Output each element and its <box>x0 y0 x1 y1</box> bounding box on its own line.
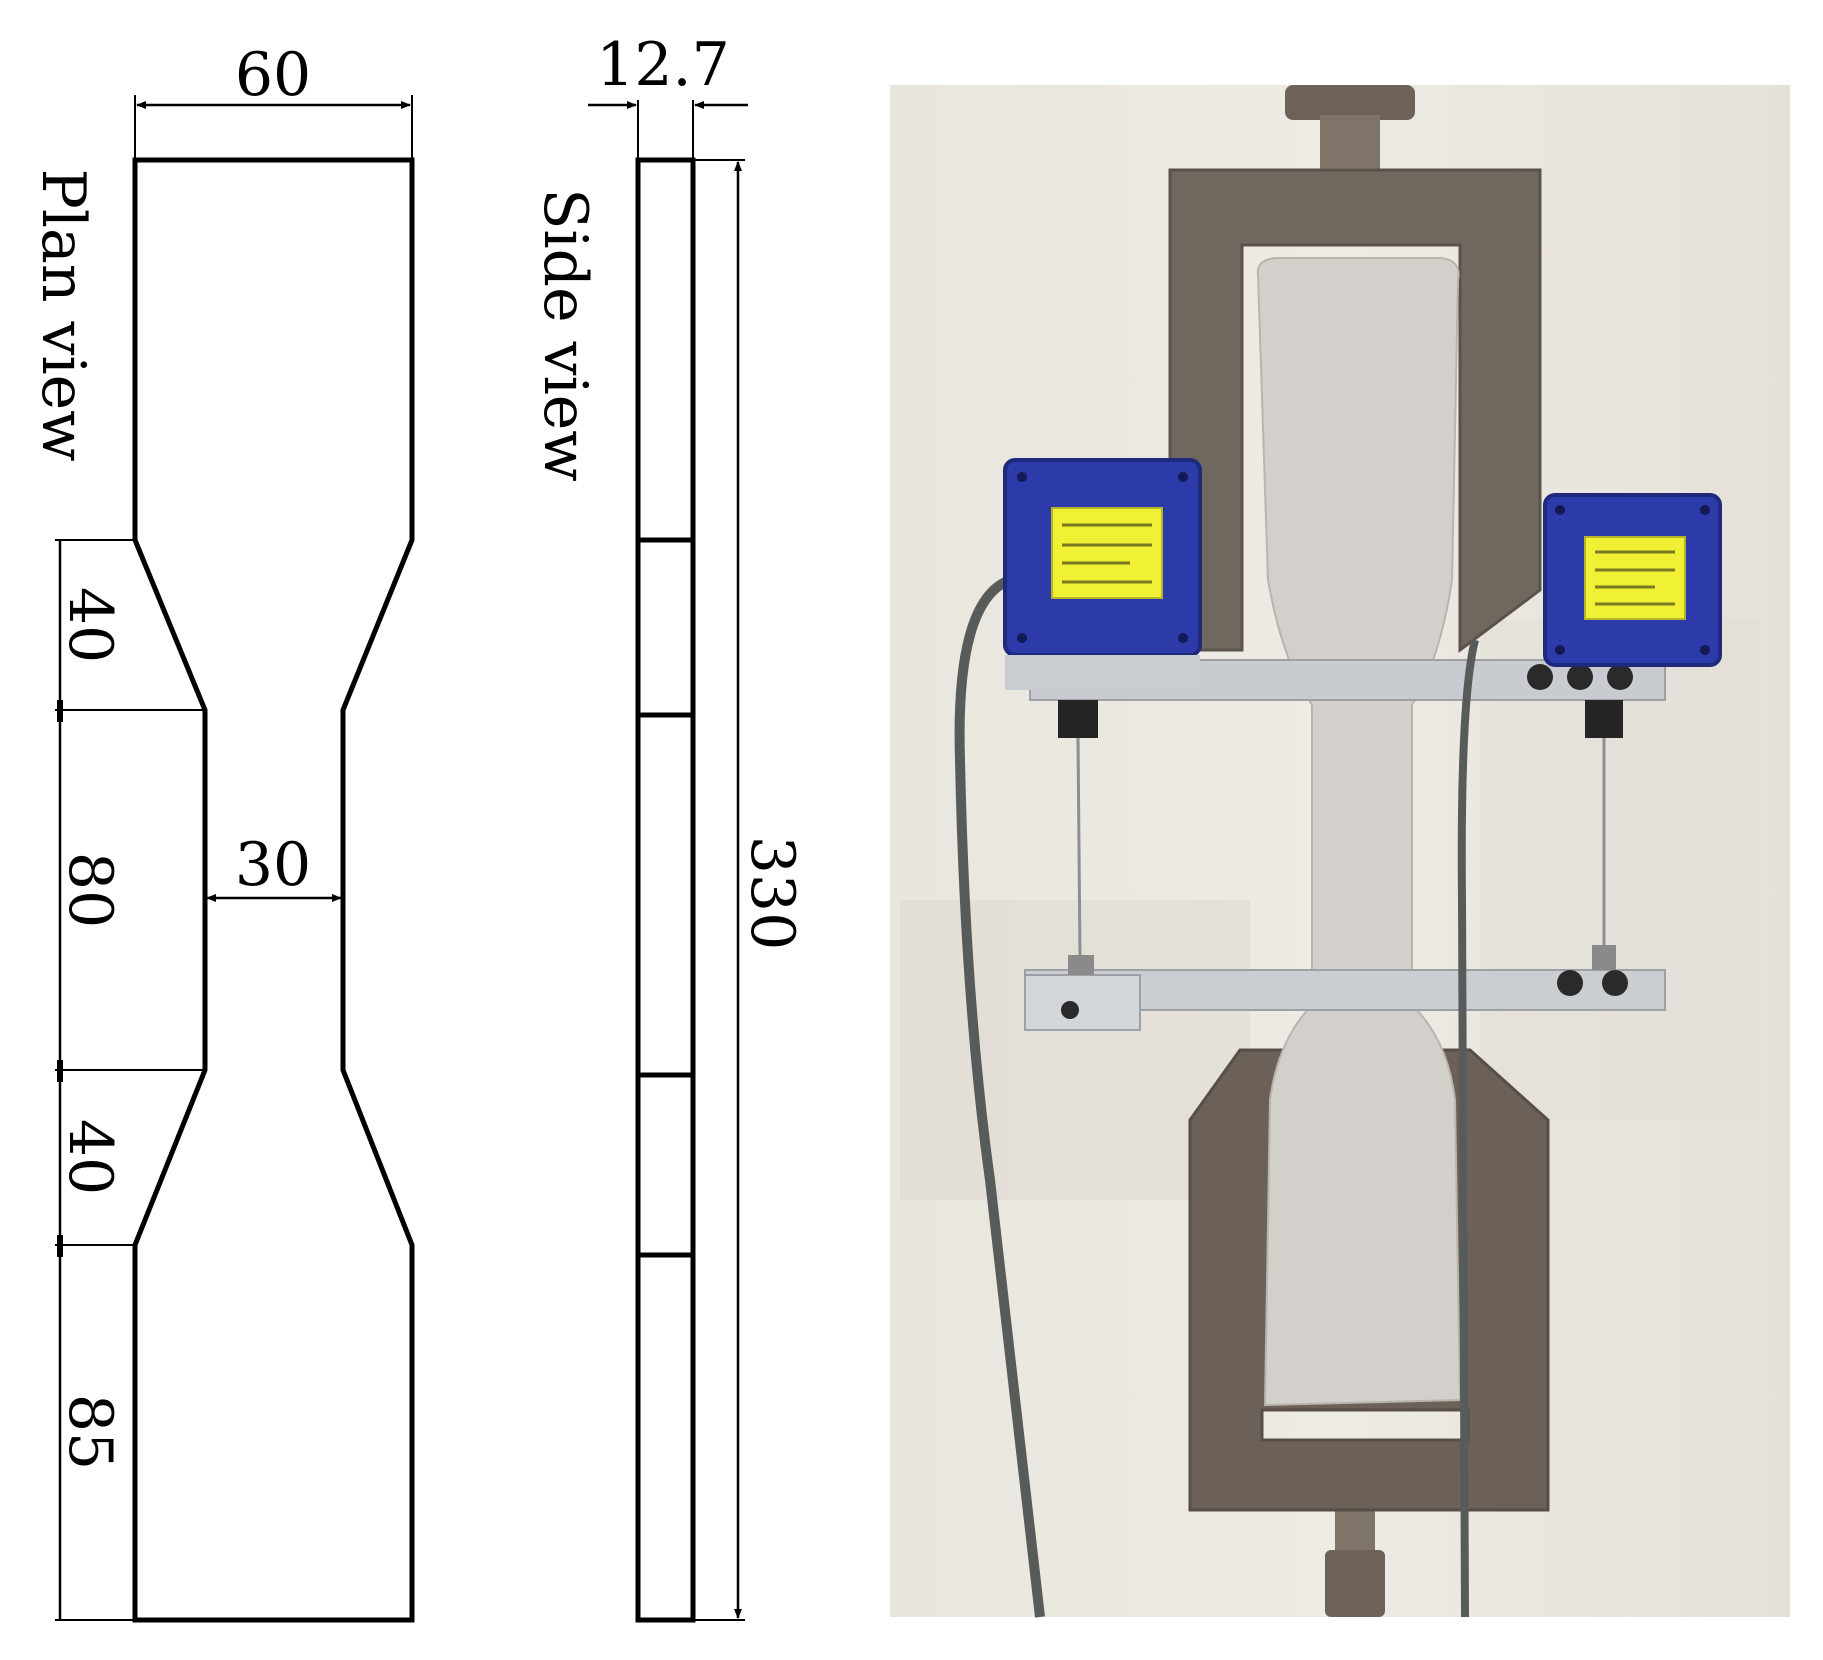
side-length-dimension: 330 <box>693 159 807 1621</box>
right-sensor-cable <box>1457 639 1479 1618</box>
concrete-specimen <box>1256 257 1462 1407</box>
side-thickness-label: 12.7 <box>596 30 730 100</box>
lvdt-sensor-icon <box>1003 458 1202 690</box>
plan-view-label: Plan view <box>28 169 98 462</box>
plan-view: 60 30 40 80 40 85 Plan view <box>28 40 415 1623</box>
plan-width-label: 60 <box>235 40 311 110</box>
plan-width-dimension: 60 <box>134 40 413 160</box>
bottom-load-rod <box>1325 1510 1385 1617</box>
side-thickness-dimension: 12.7 <box>588 30 748 160</box>
plan-segment-label-4: 85 <box>55 1394 125 1470</box>
side-view: 12.7 330 Side view <box>530 30 807 1623</box>
test-photo <box>890 85 1790 1618</box>
plan-segment-dimensions: 40 80 40 85 <box>55 539 205 1621</box>
plan-neck-label: 30 <box>235 830 311 900</box>
side-length-label: 330 <box>737 836 807 951</box>
plan-neck-dimension: 30 <box>206 830 342 902</box>
side-specimen-outline <box>635 157 696 1623</box>
lvdt-sensor-icon <box>1543 493 1722 667</box>
top-load-rod <box>1285 85 1415 175</box>
side-view-label: Side view <box>530 188 600 481</box>
plan-segment-label-3: 40 <box>55 1119 125 1195</box>
plan-segment-label-1: 40 <box>55 587 125 663</box>
plan-segment-label-2: 80 <box>55 852 125 928</box>
lvdt-plungers <box>1058 700 1623 975</box>
left-sensor-cable <box>954 575 1045 1618</box>
